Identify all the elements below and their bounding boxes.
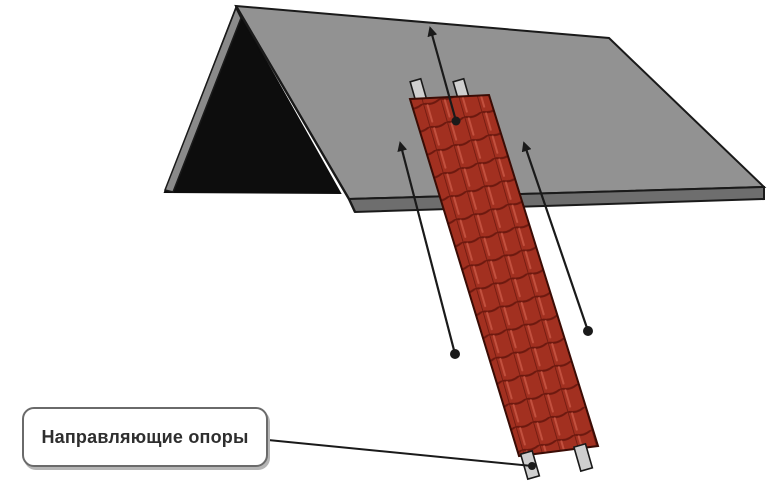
guide-rail-right-bottom: [572, 442, 594, 473]
guide-supports-callout: Направляющие опоры: [22, 407, 268, 467]
up-arrow-icon: [397, 141, 457, 355]
arrow-start-dot: [451, 116, 461, 126]
leader-end-dot: [528, 462, 536, 470]
up-arrow-icon: [427, 26, 458, 122]
roof-ridge-edge: [234, 5, 357, 213]
tile-panel: [408, 93, 600, 458]
arrow-start-dot: [583, 326, 593, 336]
callout-label: Направляющие опоры: [41, 426, 249, 447]
arrow-start-dot: [450, 349, 460, 359]
callout-leader-line: [267, 439, 533, 467]
up-arrow-icon: [521, 141, 590, 332]
roof-left-eave: [163, 6, 242, 193]
